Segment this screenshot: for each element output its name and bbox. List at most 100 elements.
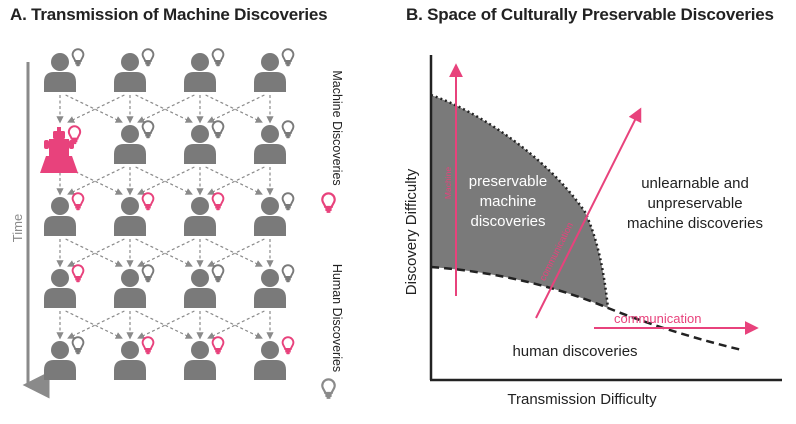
transmission-arrow: [65, 310, 123, 339]
person-icon: [114, 53, 146, 92]
person-icon: [44, 269, 76, 308]
person-node: [254, 336, 295, 380]
transmission-arrow: [205, 238, 263, 267]
lightbulb-pink-icon: [71, 264, 85, 283]
transmission-arrows: [56, 94, 274, 340]
person-node: [114, 120, 155, 164]
person-icon: [114, 269, 146, 308]
lightbulb-gray-icon: [281, 264, 295, 283]
svg-text:machine discoveries: machine discoveries: [627, 215, 763, 232]
person-node: [254, 264, 295, 308]
legend-machine-label: Machine Discoveries: [330, 70, 344, 185]
person-node: [114, 336, 155, 380]
lightbulb-pink-icon: [321, 192, 336, 214]
transmission-arrow: [67, 94, 125, 123]
person-icon: [44, 53, 76, 92]
y-axis-label: Discovery Difficulty: [403, 168, 420, 295]
lightbulb-pink-icon: [211, 336, 225, 355]
transmission-arrow: [137, 166, 195, 195]
person-node: [114, 48, 155, 92]
lightbulb-gray-icon: [211, 120, 225, 139]
unlearnable-label: unlearnable and unpreservable machine di…: [627, 175, 763, 232]
panel-b: Discovery Difficulty Transmission Diffic…: [403, 55, 782, 408]
person-icon: [114, 125, 146, 164]
lightbulb-gray-icon: [141, 48, 155, 67]
lightbulb-pink-icon: [281, 336, 295, 355]
transmission-arrow: [65, 166, 123, 195]
lightbulb-gray-icon: [281, 192, 295, 211]
transmission-arrow: [135, 238, 193, 267]
legend-human-label: Human Discoveries: [330, 264, 344, 372]
person-node: [184, 48, 225, 92]
person-icon: [254, 125, 286, 164]
person-icon: [44, 197, 76, 236]
person-node: [184, 264, 225, 308]
person-icon: [114, 341, 146, 380]
transmission-arrow: [135, 94, 193, 123]
diagonal-arrow: [535, 107, 642, 319]
preservable-label: preservable machine discoveries: [469, 173, 547, 230]
transmission-arrow: [207, 238, 265, 267]
transmission-arrow: [207, 166, 265, 195]
person-node: [254, 48, 295, 92]
person-node: [184, 192, 225, 236]
person-icon: [184, 125, 216, 164]
transmission-arrow: [67, 238, 125, 267]
human-boundary: [430, 265, 743, 352]
population-grid: [44, 48, 295, 380]
lightbulb-gray-icon: [71, 336, 85, 355]
lightbulb-pink-icon: [141, 336, 155, 355]
transmission-arrow: [205, 94, 263, 123]
robot-icon: [40, 127, 78, 173]
lightbulb-gray-icon: [141, 264, 155, 283]
person-icon: [184, 341, 216, 380]
machine-arrow-label: Machine: [443, 167, 453, 199]
person-node: [44, 264, 85, 308]
preservable-region: [431, 95, 608, 308]
panel-a: Time Machine Discoveries Human Discoveri…: [10, 48, 344, 400]
person-icon: [254, 53, 286, 92]
communication-arrow-label: communication: [614, 311, 701, 326]
person-node: [184, 336, 225, 380]
lightbulb-pink-icon: [141, 192, 155, 211]
person-node: [254, 192, 295, 236]
person-icon: [184, 197, 216, 236]
transmission-arrow: [65, 94, 123, 123]
lightbulb-gray-icon: [281, 48, 295, 67]
svg-text:discoveries: discoveries: [470, 213, 545, 230]
person-icon: [44, 341, 76, 380]
time-label: Time: [10, 214, 25, 242]
transmission-arrow: [207, 310, 265, 339]
svg-text:preservable: preservable: [469, 173, 547, 190]
person-icon: [184, 269, 216, 308]
x-axis-label: Transmission Difficulty: [507, 391, 657, 408]
person-node: [114, 264, 155, 308]
lightbulb-gray-icon: [321, 378, 336, 400]
person-node: [114, 192, 155, 236]
transmission-arrow: [207, 94, 265, 123]
transmission-arrow: [135, 310, 193, 339]
transmission-arrow: [137, 94, 195, 123]
lightbulb-gray-icon: [211, 48, 225, 67]
transmission-arrow: [65, 238, 123, 267]
svg-text:machine: machine: [480, 193, 537, 210]
transmission-arrow: [137, 310, 195, 339]
person-node: [184, 120, 225, 164]
transmission-arrow: [135, 166, 193, 195]
person-icon: [254, 197, 286, 236]
panel-b-title: B. Space of Culturally Preservable Disco…: [406, 5, 774, 24]
transmission-arrow: [205, 166, 263, 195]
human-discoveries-label: human discoveries: [512, 343, 637, 360]
person-icon: [254, 341, 286, 380]
person-node: [44, 336, 85, 380]
learnability-boundary: [430, 93, 610, 309]
transmission-arrow: [137, 238, 195, 267]
lightbulb-gray-icon: [141, 120, 155, 139]
transmission-arrow: [67, 166, 125, 195]
panel-a-title: A. Transmission of Machine Discoveries: [10, 5, 328, 24]
lightbulb-gray-icon: [71, 48, 85, 67]
person-icon: [184, 53, 216, 92]
svg-text:unlearnable and: unlearnable and: [641, 175, 749, 192]
transmission-arrow: [205, 310, 263, 339]
